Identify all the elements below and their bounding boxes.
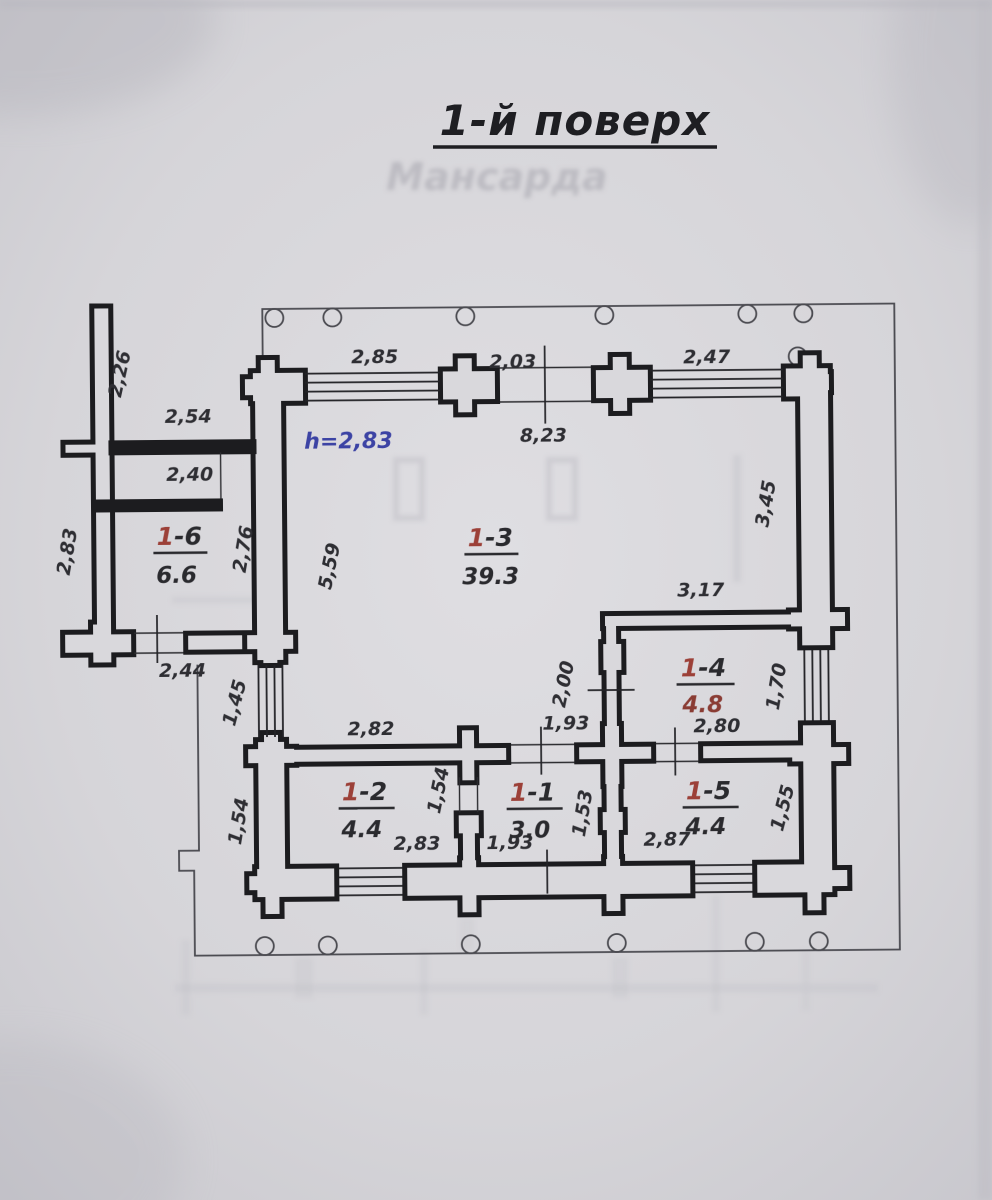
ghost-shape <box>295 958 313 998</box>
room-suffix: -6 <box>174 522 202 551</box>
window-2-85 <box>304 371 441 402</box>
room-suffix: -4 <box>698 653 726 682</box>
room-1-5-area: 4.4 <box>684 814 726 840</box>
room-suffix: -2 <box>359 777 387 806</box>
openings-ticks-layer <box>134 345 699 894</box>
room-number: 1 <box>681 653 699 682</box>
room-labels: 1-6 6.6 1-3 39.3 1-4 4.8 1-2 4.4 1-1 3.0… <box>153 522 739 844</box>
boundary-line <box>178 302 901 957</box>
room-1-4-label: 1-4 <box>681 653 726 682</box>
room-1-6-label: 1-6 <box>157 522 202 551</box>
dim-3-17: 3,17 <box>677 579 725 601</box>
room-1-5-label: 1-5 <box>686 776 731 805</box>
room-1-2-label: 1-2 <box>342 777 387 806</box>
dim-2-82: 2,82 <box>347 718 394 740</box>
room-suffix: -3 <box>485 523 513 552</box>
dim-2-40: 2,40 <box>166 463 213 485</box>
tick-2-03 <box>543 345 547 424</box>
dim-2-47: 2,47 <box>683 346 731 368</box>
room-1-4-area: 4.8 <box>681 692 723 718</box>
room-1-6-area: 6.6 <box>156 563 197 589</box>
window-1-45 <box>257 664 284 738</box>
plan-drawing: 2,26 2,54 2,40 2,83 2,76 2,44 1,45 2,85 … <box>53 302 901 957</box>
room-suffix: -1 <box>527 778 555 807</box>
walls-white <box>65 308 848 915</box>
window-bottom-left <box>339 866 403 897</box>
room-number: 1 <box>157 522 175 551</box>
dim-1-93-top: 1,93 <box>542 712 589 734</box>
dim-8-23: 8,23 <box>520 424 567 446</box>
room-number: 1 <box>468 523 486 552</box>
bleedthrough-layer: Мансарда <box>172 155 878 1015</box>
dim-2-44: 2,44 <box>159 660 206 682</box>
dim-2-83-bottom: 2,83 <box>393 833 440 855</box>
room-1-2-area: 4.4 <box>340 817 382 843</box>
ghost-shape <box>546 457 578 521</box>
page-title: 1-й поверх <box>440 96 712 145</box>
room-1-4-underline <box>676 682 735 686</box>
dim-2-85: 2,85 <box>351 346 398 368</box>
bleedthrough-text: Мансарда <box>386 155 607 199</box>
window-2-47 <box>649 368 784 399</box>
dim-2-80: 2,80 <box>693 715 740 737</box>
ceiling-height-note: h=2,83 <box>304 429 393 455</box>
room-1-3-area: 39.3 <box>462 564 519 590</box>
dim-1-93-bottom: 1,93 <box>486 832 533 854</box>
room-number: 1 <box>686 776 704 805</box>
wing-partition-walls <box>94 439 257 513</box>
dimension-labels: 2,26 2,54 2,40 2,83 2,76 2,44 1,45 2,85 … <box>53 346 800 855</box>
room-number: 1 <box>510 778 528 807</box>
ghost-shape <box>612 958 628 998</box>
window-1-70 <box>803 650 830 721</box>
dim-2-54: 2,54 <box>165 406 212 428</box>
room-1-1-label: 1-1 <box>510 778 555 807</box>
ghost-shape <box>460 918 474 950</box>
room-suffix: -5 <box>703 776 731 805</box>
window-bottom-right <box>695 863 753 894</box>
room-1-3-label: 1-3 <box>468 523 513 552</box>
dim-2-03: 2,03 <box>489 351 536 373</box>
room-1-1-area: 3.0 <box>509 818 550 844</box>
ghost-shape <box>393 457 425 521</box>
room-number: 1 <box>342 777 360 806</box>
dim-2-87: 2,87 <box>643 828 691 850</box>
windows-layer <box>257 368 830 897</box>
